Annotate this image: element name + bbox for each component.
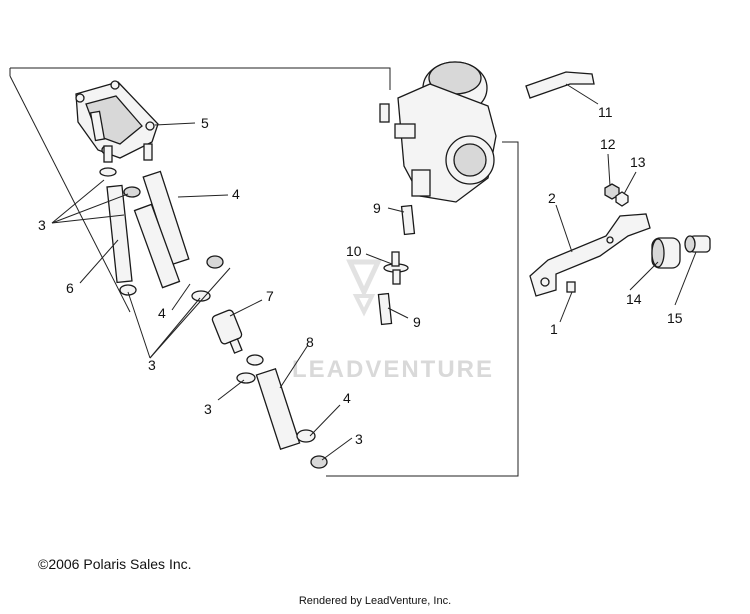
callout-9: 9: [413, 314, 421, 330]
callout-2: 2: [548, 190, 556, 206]
carburetor-icon: [379, 61, 497, 203]
callout-3: 3: [355, 431, 363, 447]
fuel-hose-6: [99, 167, 137, 296]
hose-clamp-upper: [123, 186, 141, 198]
callout-8: 8: [306, 334, 314, 350]
vent-hose-11: [525, 71, 595, 99]
callout-15: 15: [667, 310, 683, 326]
callout-11: 11: [598, 104, 613, 120]
mounting-bracket-icon: [529, 213, 651, 297]
fuel-filter-icon: [211, 309, 264, 366]
callout-10: 10: [346, 243, 362, 259]
callout-5: 5: [201, 115, 209, 131]
bushing-15: [684, 235, 711, 253]
callout-3: 3: [204, 401, 212, 417]
group-frame-lines: [9, 67, 519, 477]
isolator-14: [651, 237, 681, 269]
callout-6: 6: [66, 280, 74, 296]
callout-12: 12: [600, 136, 616, 152]
callout-14: 14: [626, 291, 642, 307]
watermark: LEADVENTURE: [292, 259, 494, 383]
fuel-hose-4-middle: [133, 203, 211, 302]
callout-4: 4: [158, 305, 166, 321]
callout-3: 3: [38, 217, 46, 233]
callout-4: 4: [232, 186, 240, 202]
callout-4: 4: [343, 390, 351, 406]
leader-lines: [51, 83, 697, 461]
fuel-line-9-upper: [400, 204, 416, 236]
fuel-pump-icon: [75, 80, 159, 163]
fuel-hose-8: [236, 367, 328, 469]
copyright-notice: ©2006 Polaris Sales Inc.: [38, 556, 192, 572]
callout-9: 9: [373, 200, 381, 216]
callout-1: 1: [550, 321, 558, 337]
watermark-text: LEADVENTURE: [292, 356, 494, 383]
bolt-1: [566, 281, 576, 293]
callout-7: 7: [266, 288, 274, 304]
callout-13: 13: [630, 154, 646, 170]
callout-numbers: 5 4 3 6 4 3 7 8 3 4 3 9 10 9 11 12 13 2 …: [38, 104, 683, 447]
rendered-by-credit: Rendered by LeadVenture, Inc.: [298, 595, 452, 607]
bolt-13: [615, 191, 629, 207]
fuel-tee-10: [383, 251, 409, 285]
fuel-hose-4-upper: [142, 170, 224, 269]
callout-3: 3: [148, 357, 156, 373]
